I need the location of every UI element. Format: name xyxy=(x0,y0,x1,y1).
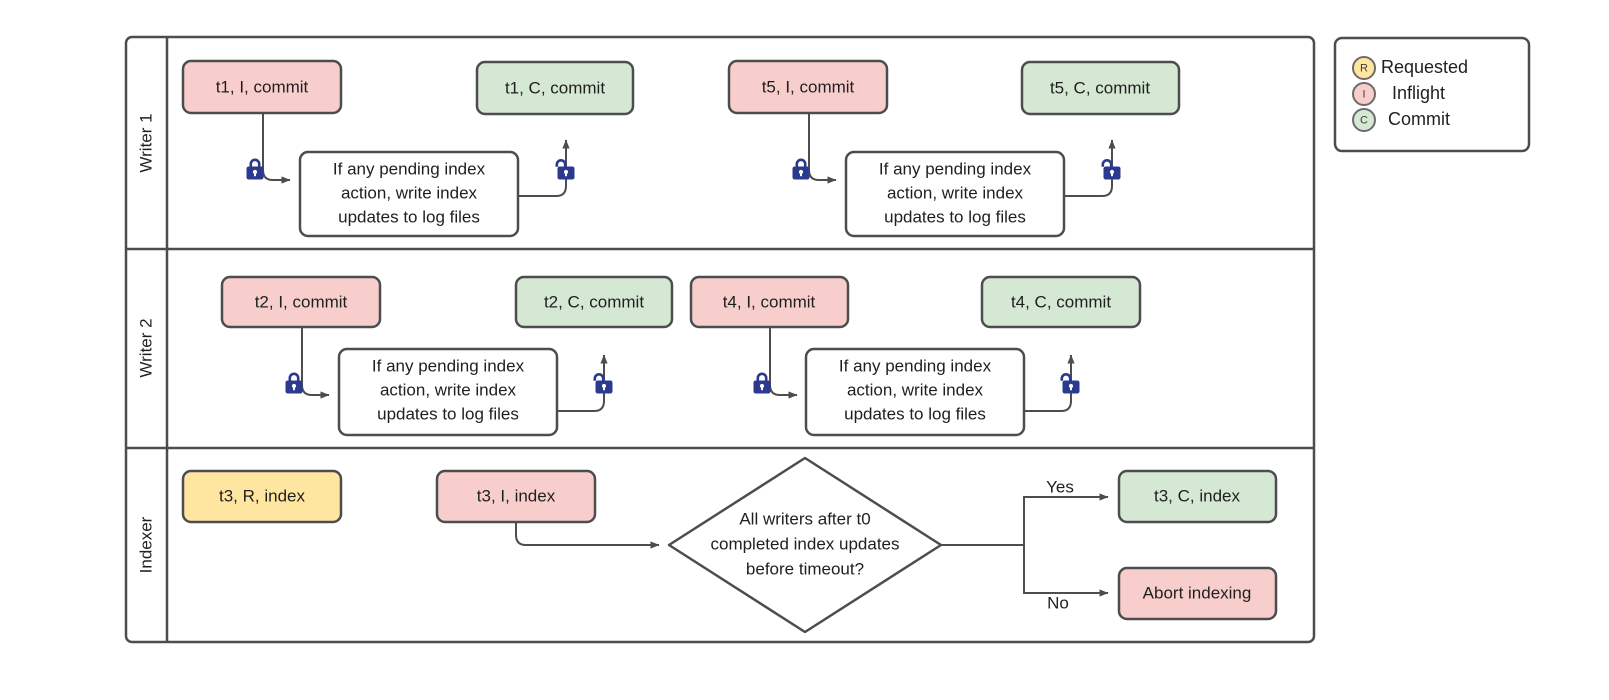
process-line-2: action, write index xyxy=(341,183,478,202)
process-line-3: updates to log files xyxy=(884,207,1026,226)
decision-line-3: before timeout? xyxy=(746,559,864,578)
lock-closed-icon xyxy=(792,158,810,180)
node-w2-process-b[interactable]: If any pending index action, write index… xyxy=(804,347,1026,437)
decision-line-2: completed index updates xyxy=(710,534,899,553)
legend-label: Inflight xyxy=(1392,83,1445,103)
process-line-2: action, write index xyxy=(380,380,517,399)
connector-w2-proc-to-t2commit xyxy=(556,354,608,412)
legend-badge-letter: R xyxy=(1360,62,1368,74)
decision-diamond-shape xyxy=(667,456,943,634)
node-indexer-t3-requested[interactable]: t3, R, index xyxy=(181,469,343,524)
node-w2-t4-commit[interactable]: t4, C, commit xyxy=(980,275,1142,329)
node-label: t1, I, commit xyxy=(216,77,309,96)
lane-label-indexer: Indexer xyxy=(136,516,155,573)
lane-label-text: Writer 2 xyxy=(136,318,155,377)
legend-panel: R Requested I Inflight C Commit xyxy=(1333,36,1531,153)
legend-item-requested: R Requested xyxy=(1352,56,1468,80)
legend-label: Requested xyxy=(1381,57,1468,77)
node-label: t4, C, commit xyxy=(1011,292,1111,311)
legend-badge-requested-icon xyxy=(1352,56,1376,80)
connector-w1-proc-to-t1commit xyxy=(517,139,570,197)
node-indexer-t3-inflight[interactable]: t3, I, index xyxy=(435,469,597,524)
lock-open-icon xyxy=(1060,373,1080,394)
lock-open-icon xyxy=(593,373,613,394)
connector-w2-proc-to-t4commit xyxy=(1023,354,1075,412)
node-label: t5, C, commit xyxy=(1050,78,1150,97)
lane-label-text: Writer 1 xyxy=(136,113,155,172)
process-line-3: updates to log files xyxy=(377,404,519,423)
node-label: t4, I, commit xyxy=(723,292,816,311)
node-w1-process-b[interactable]: If any pending index action, write index… xyxy=(844,150,1066,238)
legend-item-commit: C Commit xyxy=(1352,108,1450,132)
lock-open-icon xyxy=(1101,159,1121,180)
connector-w1-proc-to-t5commit xyxy=(1063,139,1116,197)
connector-decision-yes xyxy=(1023,493,1109,545)
process-line-2: action, write index xyxy=(847,380,984,399)
lock-closed-icon xyxy=(285,372,303,394)
lock-open-icon xyxy=(555,159,575,180)
process-line-1: If any pending index xyxy=(839,356,992,375)
node-label: Abort indexing xyxy=(1143,583,1252,602)
lock-closed-icon xyxy=(246,158,264,180)
node-indexer-t3-commit[interactable]: t3, C, index xyxy=(1117,469,1278,524)
node-w1-t1-commit[interactable]: t1, C, commit xyxy=(475,60,635,116)
node-label: t3, I, index xyxy=(477,486,556,505)
node-w1-t5-inflight[interactable]: t5, I, commit xyxy=(727,59,889,115)
lane-label-writer2: Writer 2 xyxy=(136,318,155,377)
lock-closed-icon xyxy=(753,372,771,394)
process-line-1: If any pending index xyxy=(372,356,525,375)
node-label: t1, C, commit xyxy=(505,78,605,97)
decision-line-1: All writers after t0 xyxy=(739,509,870,528)
node-indexer-abort[interactable]: Abort indexing xyxy=(1117,566,1278,621)
node-label: t3, R, index xyxy=(219,486,305,505)
legend-frame xyxy=(1333,36,1531,153)
lane-label-text: Indexer xyxy=(136,516,155,573)
node-w2-t2-commit[interactable]: t2, C, commit xyxy=(514,275,674,329)
legend-badge-letter: I xyxy=(1362,88,1365,100)
legend-badge-commit-icon xyxy=(1352,108,1376,132)
node-w1-t5-commit[interactable]: t5, C, commit xyxy=(1020,60,1181,116)
process-line-1: If any pending index xyxy=(879,159,1032,178)
node-label: t2, C, commit xyxy=(544,292,644,311)
node-w1-t1-inflight[interactable]: t1, I, commit xyxy=(181,59,343,115)
process-line-2: action, write index xyxy=(887,183,1024,202)
connector-t3inflight-to-decision xyxy=(515,522,660,549)
process-line-3: updates to log files xyxy=(338,207,480,226)
node-w2-t2-inflight[interactable]: t2, I, commit xyxy=(220,275,382,329)
node-label: t2, I, commit xyxy=(255,292,348,311)
connector-decision-no xyxy=(1023,545,1109,597)
edge-label-yes: Yes xyxy=(1046,477,1074,496)
legend-item-inflight: I Inflight xyxy=(1352,82,1445,106)
legend-badge-letter: C xyxy=(1360,114,1368,126)
legend-label: Commit xyxy=(1388,109,1450,129)
node-label: t3, C, index xyxy=(1154,486,1240,505)
lane-label-writer1: Writer 1 xyxy=(136,113,155,172)
node-w2-t4-inflight[interactable]: t4, I, commit xyxy=(689,275,850,329)
node-indexer-decision[interactable]: All writers after t0 completed index upd… xyxy=(667,456,943,634)
process-line-3: updates to log files xyxy=(844,404,986,423)
process-line-1: If any pending index xyxy=(333,159,486,178)
node-w1-process-a[interactable]: If any pending index action, write index… xyxy=(298,150,520,238)
legend-badge-inflight-icon xyxy=(1352,82,1376,106)
edge-label-no: No xyxy=(1047,593,1069,612)
node-label: t5, I, commit xyxy=(762,77,855,96)
node-w2-process-a[interactable]: If any pending index action, write index… xyxy=(337,347,559,437)
